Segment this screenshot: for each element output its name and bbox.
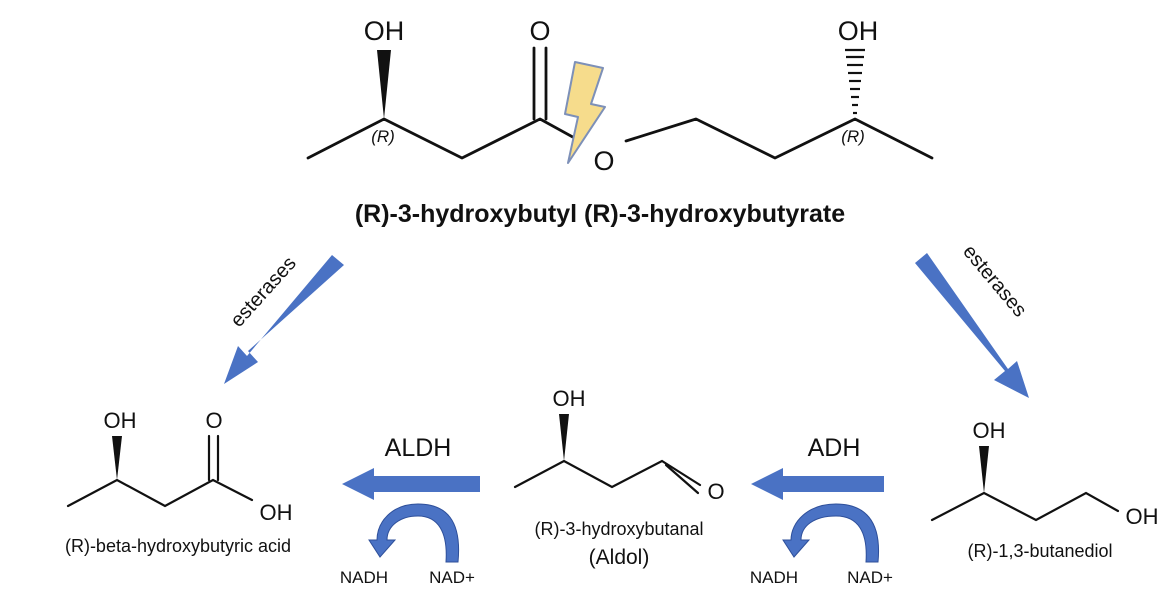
diol-stereo-wedge bbox=[979, 446, 989, 493]
diol-skeleton bbox=[930, 491, 1120, 522]
right-stereo-hash bbox=[845, 48, 865, 115]
esterase-arrow-right bbox=[915, 253, 1029, 398]
acid-hydroxyl-label: OH bbox=[104, 408, 137, 433]
diol-structure: OH OH bbox=[930, 418, 1159, 529]
acid-skeleton bbox=[66, 478, 254, 508]
acid-structure: OH O OH bbox=[66, 408, 293, 525]
main-molecule-structure: OH O O OH (R) (R) bbox=[306, 16, 934, 176]
aldol-name: (R)-3-hydroxybutanal bbox=[534, 519, 703, 539]
aldol-structure: OH O bbox=[513, 386, 725, 504]
aldol-alias: (Aldol) bbox=[589, 546, 650, 569]
diol-name: (R)-1,3-butanediol bbox=[967, 541, 1112, 561]
left-stereo-wedge bbox=[377, 50, 391, 119]
main-ester-oxygen-label: O bbox=[593, 146, 614, 176]
esterase-arrow-left bbox=[224, 255, 344, 384]
lightning-bolt-icon bbox=[564, 61, 606, 164]
esterase-label-right: esterases bbox=[958, 241, 1031, 322]
adh-nad-plus-label: NAD+ bbox=[847, 568, 893, 587]
aldh-nadh-label: NADH bbox=[340, 568, 388, 587]
main-right-hydroxyl-label: OH bbox=[838, 16, 879, 46]
main-molecule-skeleton bbox=[306, 117, 934, 160]
aldol-stereo-wedge bbox=[559, 414, 569, 461]
aldol-skeleton bbox=[513, 459, 702, 489]
diol-hydroxyl-label: OH bbox=[973, 418, 1006, 443]
diol-terminal-hydroxyl-label: OH bbox=[1126, 504, 1159, 529]
aldol-carbonyl-double-bond bbox=[664, 463, 700, 495]
acid-stereo-wedge bbox=[112, 436, 122, 480]
adh-reaction-arrow bbox=[751, 468, 884, 500]
aldol-hydroxyl-label: OH bbox=[553, 386, 586, 411]
adh-enzyme-label: ADH bbox=[808, 434, 861, 462]
main-right-stereo-label: (R) bbox=[841, 127, 865, 146]
adh-nadh-label: NADH bbox=[750, 568, 798, 587]
aldh-reaction-arrow bbox=[342, 468, 480, 500]
acid-oxygen-label: O bbox=[205, 408, 222, 433]
aldol-oxygen-label: O bbox=[707, 479, 724, 504]
aldh-nad-plus-label: NAD+ bbox=[429, 568, 475, 587]
main-carbonyl-oxygen-label: O bbox=[529, 16, 550, 46]
acid-name: (R)-beta-hydroxybutyric acid bbox=[65, 536, 291, 556]
acid-hydroxyl-terminal-label: OH bbox=[260, 500, 293, 525]
main-molecule-name: (R)-3-hydroxybutyl (R)-3-hydroxybutyrate bbox=[355, 200, 845, 228]
main-left-stereo-label: (R) bbox=[371, 127, 395, 146]
esterase-label-left: esterases bbox=[226, 252, 300, 331]
aldh-enzyme-label: ALDH bbox=[385, 434, 452, 462]
main-left-hydroxyl-label: OH bbox=[364, 16, 405, 46]
aldh-cofactor-curl-arrow bbox=[368, 503, 460, 563]
adh-cofactor-curl-arrow bbox=[782, 503, 880, 563]
